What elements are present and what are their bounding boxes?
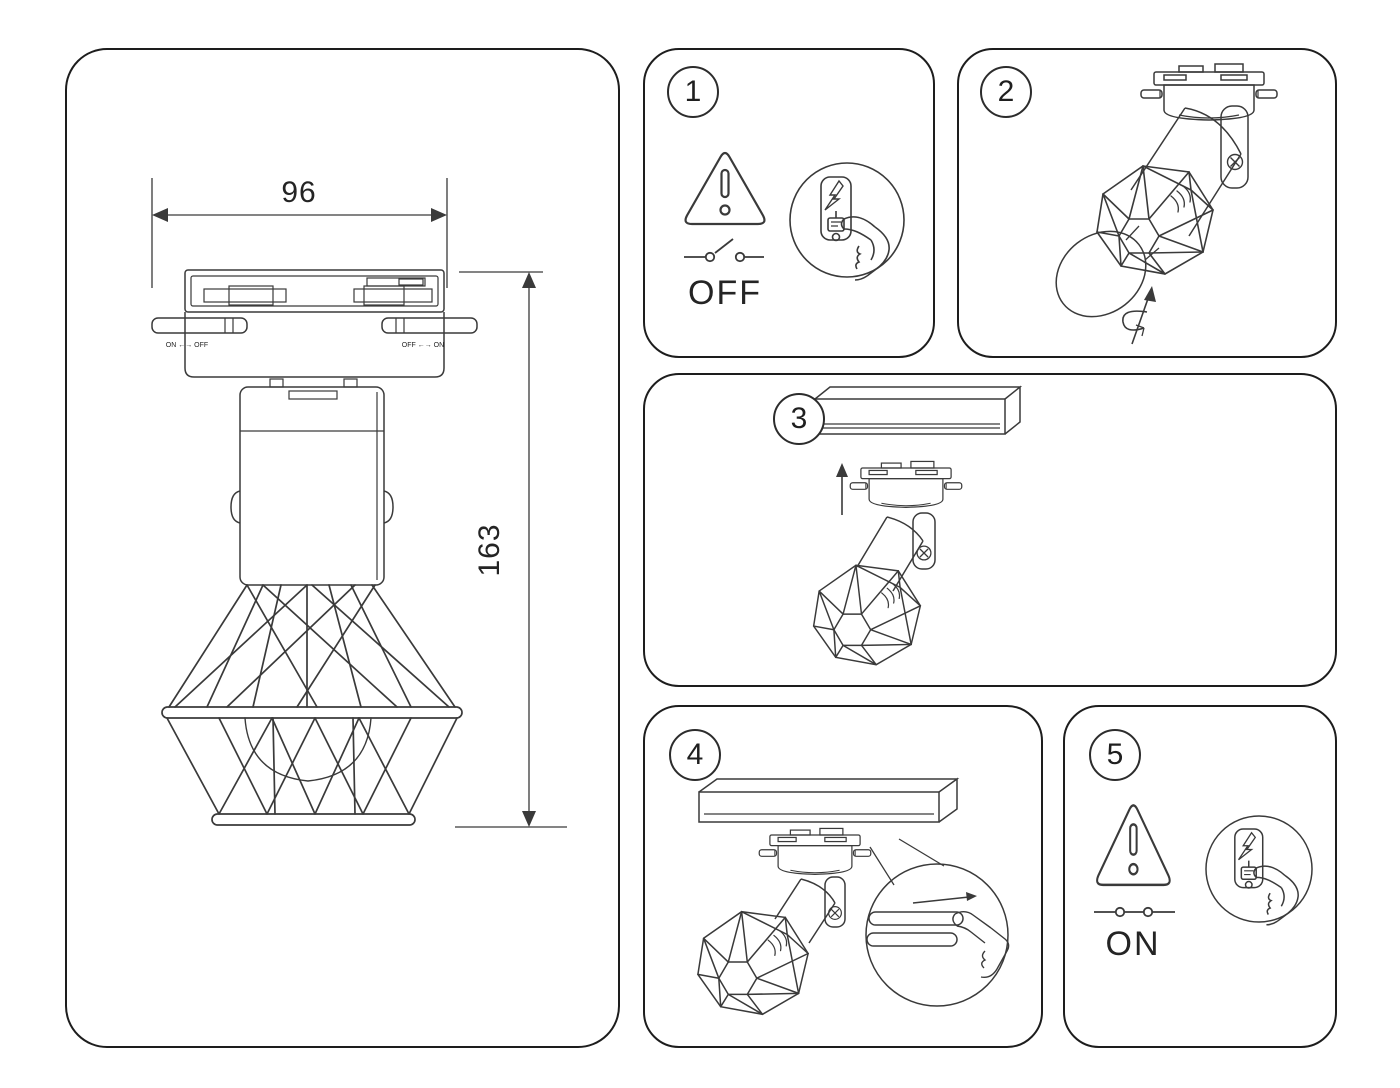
- mounting-bracket: [824, 876, 846, 928]
- step1-illustration: OFF: [684, 151, 905, 312]
- step5-illustration: ON: [1094, 804, 1313, 963]
- lock-lever-right: [381, 317, 478, 334]
- closed-circuit-icon: [1094, 906, 1175, 918]
- step-panel-1: 1 OFF: [643, 48, 935, 358]
- step-badge: 5: [1089, 729, 1141, 781]
- pivot-knob-right: [383, 490, 394, 524]
- dimension-drawing: 96 163: [151, 176, 567, 828]
- off-label: OFF: [688, 274, 762, 312]
- step2-illustration: [1055, 63, 1278, 345]
- height-dim-label: 163: [473, 523, 506, 576]
- zoom-circle: [865, 863, 1010, 1007]
- spot-cylinder: [774, 878, 836, 944]
- track-rail: [814, 385, 1023, 435]
- slide-arrow-icon: [912, 892, 977, 904]
- step-badge: 1: [667, 66, 719, 118]
- insert-arrow-icon: [836, 463, 848, 515]
- lock-lever-bars: [866, 911, 964, 947]
- screw-icon: [1226, 153, 1244, 171]
- track-rail: [698, 777, 960, 823]
- step-badge: 2: [980, 66, 1032, 118]
- step-badge: 4: [669, 729, 721, 781]
- step-panel-2: 2: [957, 48, 1337, 358]
- warning-triangle-icon: [684, 151, 766, 226]
- open-circuit-icon: [684, 238, 764, 263]
- rotate-arrow-icon: [1122, 286, 1156, 345]
- spot-cylinder: [856, 516, 924, 592]
- wire-cage-3d: [697, 910, 809, 1016]
- mounting-bracket: [1220, 105, 1249, 189]
- track-adapter-3d: [1140, 63, 1278, 121]
- step-panel-4: 4: [643, 705, 1043, 1048]
- on-label: ON: [1106, 925, 1161, 963]
- pivot-knob-left: [230, 490, 241, 524]
- fixture-arm: [230, 386, 394, 586]
- track-adapter-3d: [849, 460, 963, 508]
- pointing-finger-icon: [952, 911, 1010, 979]
- wire-cage: [161, 584, 463, 826]
- lock-lever-left: [151, 317, 248, 334]
- height-dimension: 163: [455, 271, 567, 828]
- callout-lines: [869, 838, 945, 886]
- track-adapter-3d: [758, 827, 872, 875]
- warning-triangle-icon: [1095, 804, 1171, 887]
- dimension-panel: 96 163: [65, 48, 620, 1048]
- switch-press-icon: [789, 162, 905, 281]
- lever-direction-left-label: ON ←→ OFF: [166, 342, 208, 349]
- bulb-3d: [1055, 225, 1160, 318]
- switch-press-icon: [1205, 815, 1313, 926]
- step4-illustration: [697, 777, 1010, 1016]
- step3-illustration: [812, 385, 1023, 666]
- lever-direction-right-label: OFF ←→ ON: [402, 342, 444, 349]
- track-adapter-front-view: ON ←→ OFF OFF ←→ ON: [151, 269, 478, 388]
- mounting-bracket: [912, 512, 936, 570]
- step-badge: 3: [773, 393, 825, 445]
- step-panel-5: 5 ON: [1063, 705, 1337, 1048]
- bulb-outline: [244, 717, 372, 782]
- wire-cage-3d: [1096, 165, 1214, 275]
- width-dim-label: 96: [281, 176, 316, 209]
- wire-cage-3d: [812, 564, 922, 666]
- width-dimension: 96: [151, 176, 448, 288]
- step-panel-3: 3: [643, 373, 1337, 687]
